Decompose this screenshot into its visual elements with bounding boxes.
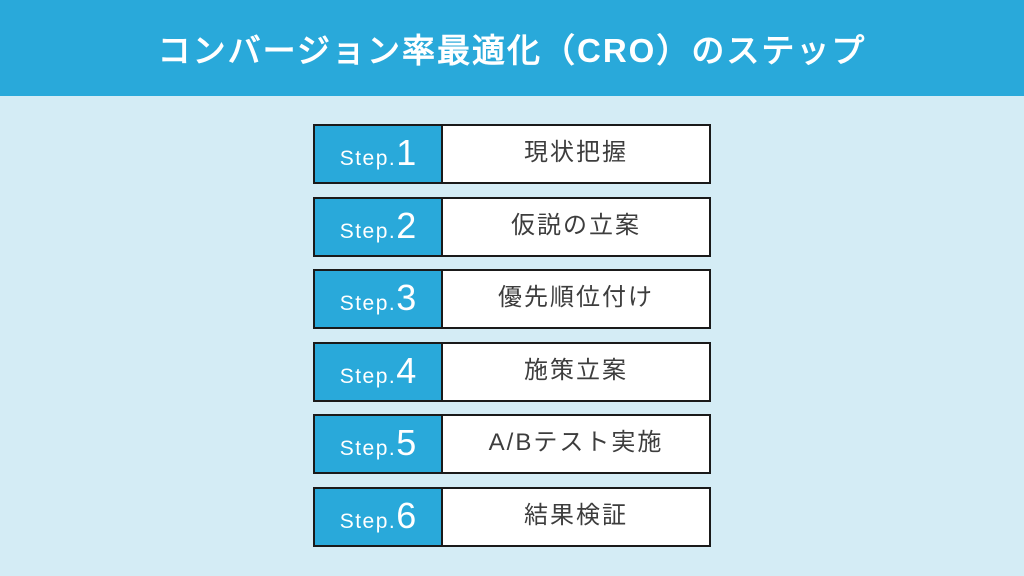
step-number: 3: [396, 277, 417, 318]
step-number: 4: [396, 349, 417, 391]
step-row-6: Step.6 結果検証: [313, 486, 711, 547]
step-prefix: Step.: [339, 437, 397, 460]
step-row-5: Step.5 A/Bテスト実施: [313, 414, 711, 474]
step-number: 2: [396, 204, 417, 246]
step-row-3: Step.3 優先順位付け: [313, 269, 711, 329]
header-banner: コンバージョン率最適化（CRO）のステップ: [0, 0, 1024, 96]
step-prefix: Step.: [339, 219, 397, 243]
step-label: A/Bテスト実施: [443, 416, 709, 472]
step-row-2: Step.2 仮説の立案: [313, 196, 711, 257]
step-number: 5: [396, 422, 417, 463]
step-badge-3: Step.3: [315, 271, 443, 327]
step-row-4: Step.4 施策立案: [313, 341, 711, 402]
step-number: 1: [396, 132, 417, 173]
step-label: 仮説の立案: [443, 198, 709, 255]
step-row-1: Step.1 現状把握: [313, 124, 711, 184]
step-label: 結果検証: [443, 488, 709, 545]
step-number: 6: [396, 494, 417, 536]
step-label: 優先順位付け: [443, 271, 709, 327]
step-prefix: Step.: [339, 364, 397, 388]
step-badge-2: Step.2: [315, 198, 443, 255]
step-prefix: Step.: [339, 292, 397, 315]
step-badge-5: Step.5: [315, 416, 443, 472]
step-badge-4: Step.4: [315, 343, 443, 400]
steps-list: Step.1 現状把握 Step.2 仮説の立案 Step.3 優先順位付け S…: [0, 124, 1024, 547]
step-prefix: Step.: [339, 147, 397, 170]
step-badge-1: Step.1: [315, 126, 443, 182]
step-label: 現状把握: [443, 126, 709, 182]
step-badge-6: Step.6: [315, 488, 443, 545]
page-title: コンバージョン率最適化（CRO）のステップ: [157, 32, 867, 69]
step-label: 施策立案: [443, 343, 709, 400]
step-prefix: Step.: [339, 509, 397, 533]
